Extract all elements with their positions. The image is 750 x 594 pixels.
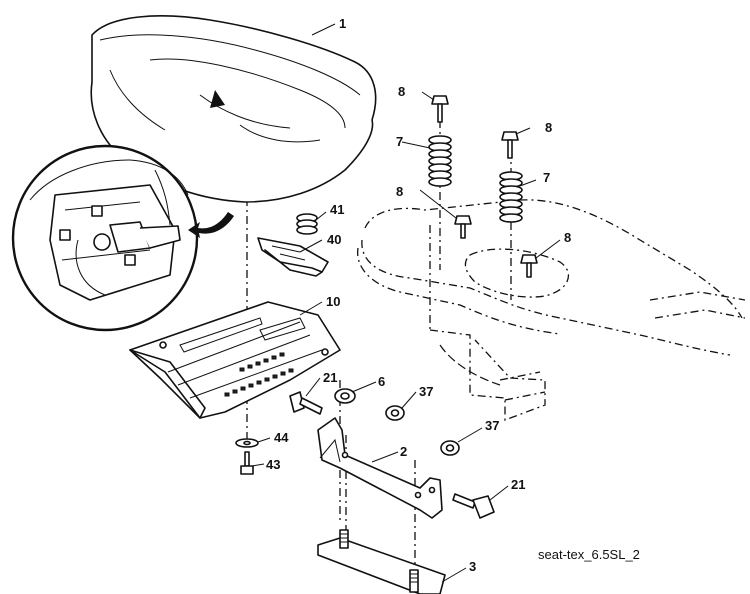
callout-8: 8 (545, 120, 552, 135)
switch-bracket-40 (257, 237, 329, 277)
callout-7: 7 (543, 170, 550, 185)
callout-41: 41 (330, 202, 344, 217)
callout-21: 21 (323, 370, 337, 385)
seat-switch-detail-inset (11, 144, 199, 332)
seat-pan-10 (129, 301, 341, 419)
callout-3: 3 (469, 559, 476, 574)
callout-6: 6 (378, 374, 385, 389)
seat (90, 15, 377, 203)
mower-frame-outline (357, 199, 746, 421)
washer-44 (235, 438, 259, 448)
bolt-8-mid-left (454, 215, 472, 239)
bolt-8-mid-right (520, 254, 538, 278)
bolt-21-left (289, 391, 323, 415)
callout-10: 10 (326, 294, 340, 309)
callout-37: 37 (419, 384, 433, 399)
spring-7-left (428, 135, 452, 187)
callout-43: 43 (266, 457, 280, 472)
seat-pan-slots (224, 352, 294, 397)
callout-21: 21 (511, 477, 525, 492)
bolt-21-right (452, 493, 495, 519)
callout-44: 44 (274, 430, 289, 445)
spring-7-right (499, 171, 523, 223)
seat-bracket-2 (317, 417, 443, 519)
inset-arrow-icon (188, 212, 234, 238)
leader-lines (251, 23, 561, 583)
bolt-8-top-left (431, 95, 449, 123)
nut-37-lower (440, 440, 460, 456)
callout-labels: 1 8 8 8 8 7 7 41 40 10 21 6 37 37 44 43 … (266, 16, 571, 574)
callout-8: 8 (398, 84, 405, 99)
callout-7: 7 (396, 134, 403, 149)
callout-40: 40 (327, 232, 341, 247)
callout-8: 8 (396, 184, 403, 199)
spring-41 (296, 213, 318, 235)
nut-6 (334, 388, 356, 404)
diagram-caption: seat-tex_6.5SL_2 (538, 547, 640, 562)
callout-2: 2 (400, 444, 407, 459)
bolt-8-top-right (501, 131, 519, 159)
screw-43 (240, 451, 254, 475)
mounting-plate-3 (317, 529, 446, 594)
callout-8: 8 (564, 230, 571, 245)
callout-1: 1 (339, 16, 346, 31)
nut-37-upper (385, 405, 405, 421)
callout-37: 37 (485, 418, 499, 433)
